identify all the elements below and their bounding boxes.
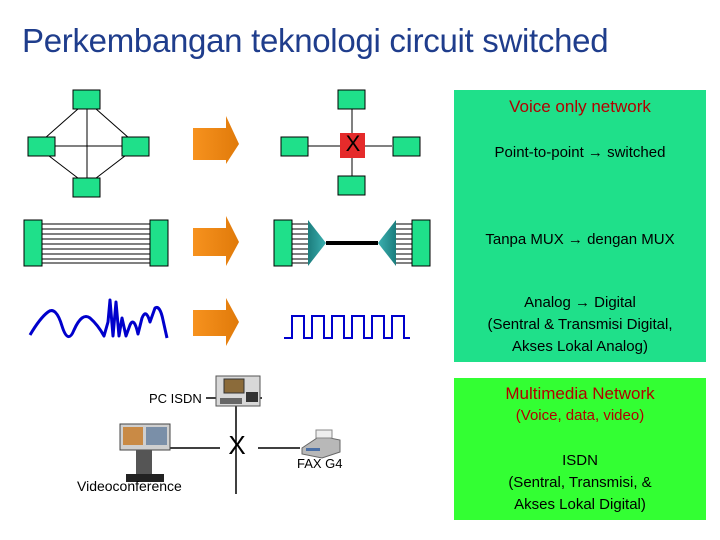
voice-panel-line1: Point-to-point → switched xyxy=(494,144,666,161)
analog-wave-icon xyxy=(28,298,169,339)
page-title: Perkembangan teknologi circuit switched xyxy=(22,22,609,59)
isdn-line3: Akses Lokal Digital) xyxy=(514,496,646,513)
mux-link xyxy=(273,219,431,267)
switched-node-right xyxy=(392,136,421,157)
pc-isdn-label: PC ISDN xyxy=(149,391,202,406)
mesh-node-top xyxy=(72,89,101,110)
videoconference-icon xyxy=(119,423,171,482)
mesh-node-left xyxy=(27,136,56,157)
no-mux-link xyxy=(23,219,169,267)
multimedia-network-panel: Multimedia Network (Voice, data, video) … xyxy=(454,378,706,520)
mux-right-icon xyxy=(378,220,396,266)
voice-panel-line3c: Akses Lokal Analog) xyxy=(512,338,648,355)
switched-network xyxy=(280,89,421,196)
switched-node-bottom xyxy=(337,175,366,196)
mesh-network xyxy=(27,89,150,198)
switched-node-top xyxy=(337,89,366,110)
mesh-node-bottom xyxy=(72,177,101,198)
multimedia-panel-sub: (Voice, data, video) xyxy=(515,407,645,424)
multimedia-panel-heading: Multimedia Network xyxy=(505,384,655,403)
fax-label: FAX G4 xyxy=(297,456,343,471)
center-switch-mark: X xyxy=(228,430,246,460)
isdn-line1: ISDN xyxy=(562,452,598,469)
voice-network-panel: Voice only network Point-to-point → swit… xyxy=(454,90,706,362)
fax-g4-icon xyxy=(301,429,341,459)
mux-left-icon xyxy=(308,220,326,266)
switched-node-left xyxy=(280,136,309,157)
mesh-node-right xyxy=(121,136,150,157)
switch-mark: X xyxy=(345,131,361,156)
digital-wave-icon xyxy=(284,315,410,339)
arrow-row3-icon xyxy=(193,298,239,346)
isdn-line2: (Sentral, Transmisi, & xyxy=(508,474,652,491)
voice-panel-heading: Voice only network xyxy=(509,97,651,116)
isdn-network xyxy=(119,375,341,494)
arrow-row2-icon xyxy=(193,216,239,266)
switch-box xyxy=(340,133,365,158)
arrow-row1-icon xyxy=(193,116,239,164)
pc-isdn-icon xyxy=(215,375,261,407)
voice-panel-line3b: (Sentral & Transmisi Digital, xyxy=(487,316,673,333)
videoconference-label: Videoconference xyxy=(77,478,182,494)
voice-panel-line2: Tanpa MUX → dengan MUX xyxy=(485,231,675,248)
voice-panel-line3a: Analog → Digital xyxy=(524,294,636,311)
